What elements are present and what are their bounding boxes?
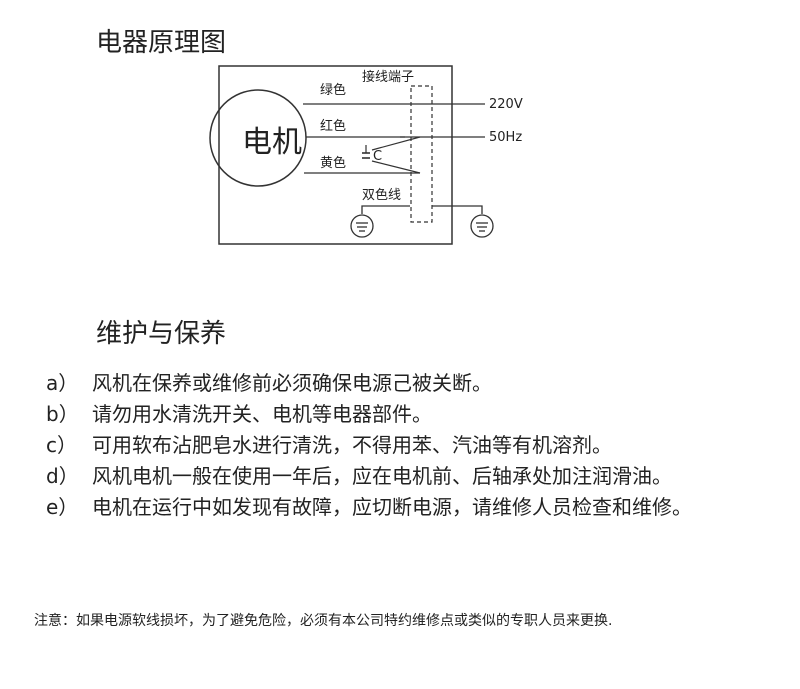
capacitor-lead-lower — [371, 160, 421, 174]
maintenance-title: 维护与保养 — [96, 319, 227, 349]
list-marker: e） — [46, 495, 79, 519]
diagram-title: 电器原理图 — [96, 28, 227, 58]
dual-color-wire-label: 双色线 — [362, 187, 401, 203]
green-wire-label: 绿色 — [320, 82, 346, 98]
list-item-text: 请勿用水清洗开关、电机等电器部件。 — [92, 402, 432, 426]
list-marker: c） — [46, 433, 77, 457]
wiring-diagram: 电机 接线端子 绿色 220V 红色 50Hz C 黄色 双色线 — [209, 65, 523, 245]
maintenance-list: a） 风机在保养或维修前必须确保电源己被关断。 b） 请勿用水清洗开关、电机等电… — [46, 368, 766, 523]
list-item-text: 风机电机一般在使用一年后，应在电机前、后轴承处加注润滑油。 — [92, 464, 672, 488]
ground-icon — [470, 214, 494, 238]
list-item: d） 风机电机一般在使用一年后，应在电机前、后轴承处加注润滑油。 — [46, 461, 766, 492]
terminal-block — [410, 85, 433, 223]
yellow-wire-label: 黄色 — [320, 155, 346, 171]
frequency-label: 50Hz — [489, 130, 522, 145]
terminal-label: 接线端子 — [362, 69, 414, 85]
ground-wire-right — [432, 205, 483, 214]
motor-symbol — [209, 89, 307, 187]
list-item-text: 电机在运行中如发现有故障，应切断电源，请维修人员检查和维修。 — [92, 495, 692, 519]
list-item-text: 可用软布沾肥皂水进行清洗，不得用苯、汽油等有机溶剂。 — [92, 433, 612, 457]
diagram-frame — [218, 65, 453, 245]
ground-wire-left — [361, 205, 410, 214]
motor-label: 电机 — [242, 125, 302, 160]
list-marker: b） — [46, 402, 79, 426]
list-item: b） 请勿用水清洗开关、电机等电器部件。 — [46, 399, 766, 430]
list-item-text: 风机在保养或维修前必须确保电源己被关断。 — [92, 371, 492, 395]
red-wire-label: 红色 — [320, 118, 346, 134]
list-marker: d） — [46, 464, 79, 488]
safety-note: 注意：如果电源软线损坏，为了避免危险，必须有本公司特约维修点或类似的专职人员来更… — [34, 613, 613, 629]
list-item: e） 电机在运行中如发现有故障，应切断电源，请维修人员检查和维修。 — [46, 492, 766, 523]
ground-icon — [350, 214, 374, 238]
list-item: a） 风机在保养或维修前必须确保电源己被关断。 — [46, 368, 766, 399]
voltage-label: 220V — [489, 97, 523, 112]
capacitor-label: C — [373, 149, 382, 164]
list-marker: a） — [46, 371, 79, 395]
list-item: c） 可用软布沾肥皂水进行清洗，不得用苯、汽油等有机溶剂。 — [46, 430, 766, 461]
capacitor-lead-upper — [371, 136, 421, 151]
